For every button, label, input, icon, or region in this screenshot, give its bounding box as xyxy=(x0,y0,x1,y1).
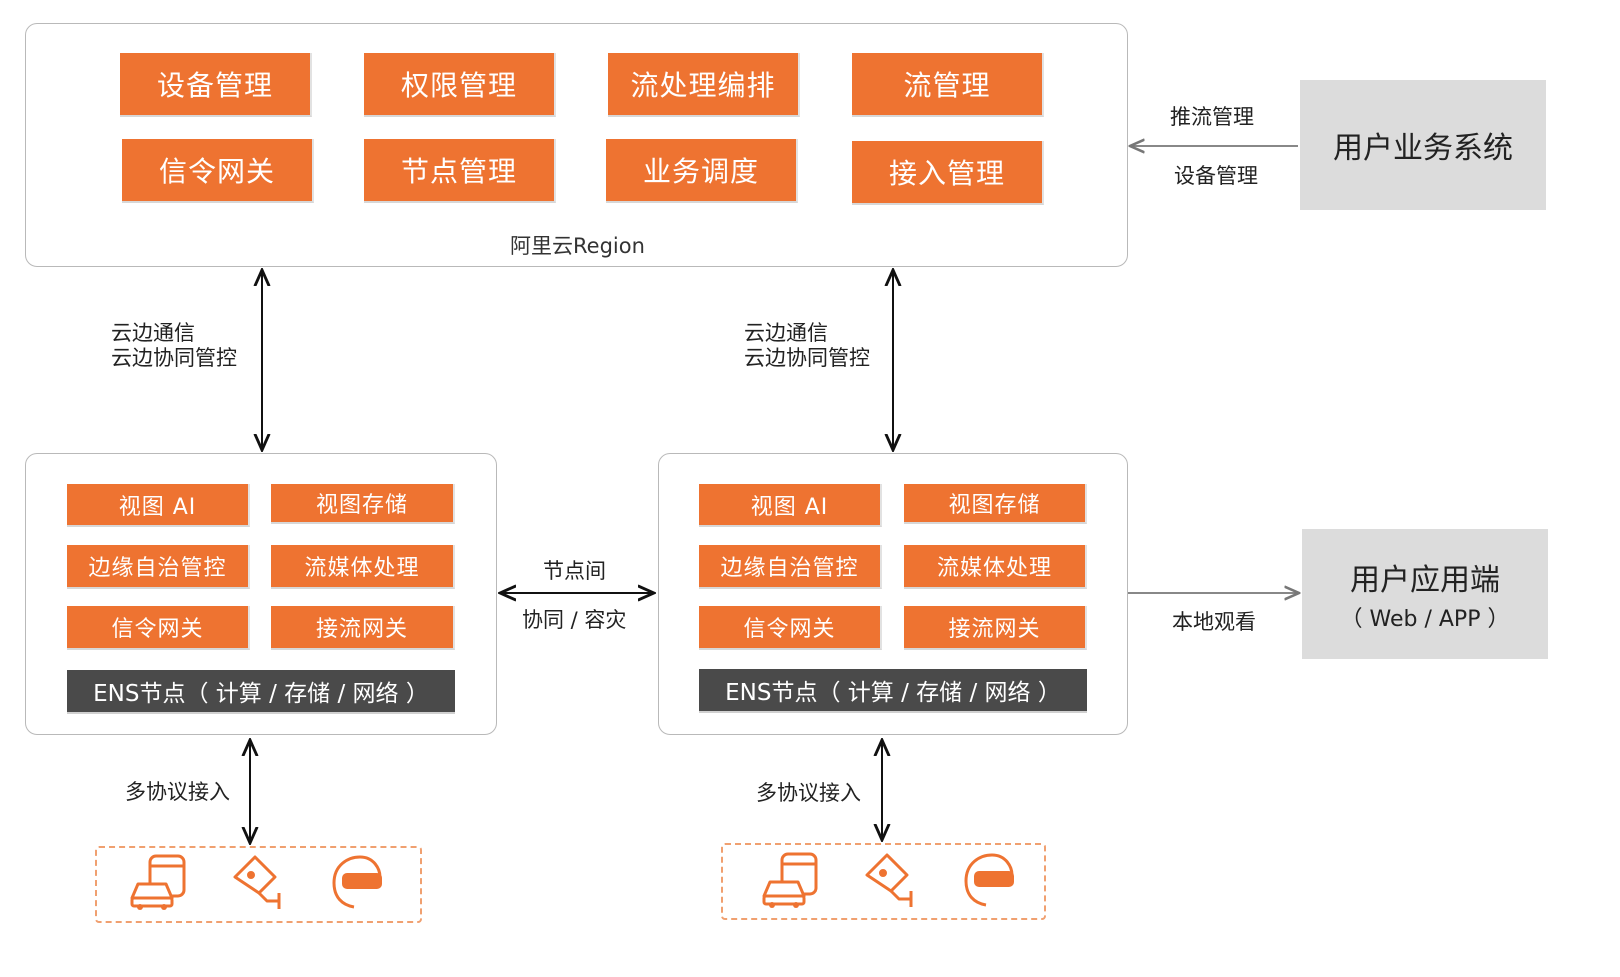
user-business-system-title: 用户业务系统 xyxy=(1333,131,1513,166)
ens-left-view-ai: 视图 AI xyxy=(67,484,250,527)
region-item-device-mgmt: 设备管理 xyxy=(120,53,312,117)
region-item-access-mgmt: 接入管理 xyxy=(852,141,1044,205)
region-item-permission-mgmt: 权限管理 xyxy=(364,53,556,117)
region-item-stream-orchestration: 流处理编排 xyxy=(608,53,800,117)
ens-left-media-processing: 流媒体处理 xyxy=(271,545,455,589)
device-group-left xyxy=(95,846,422,923)
access-label-left: 多协议接入 xyxy=(125,780,230,804)
ens-left-ingest-gateway: 接流网关 xyxy=(271,606,455,650)
ens-right-view-ai: 视图 AI xyxy=(699,484,882,527)
ens-right-base: ENS节点（ 计算 / 存储 / 网络 ） xyxy=(699,669,1087,713)
vr-headset-icon xyxy=(332,855,382,909)
user-app-title: 用户应用端 xyxy=(1350,563,1500,598)
user-app-subtitle: （ Web / APP ） xyxy=(1340,607,1510,632)
region-item-node-mgmt: 节点管理 xyxy=(364,139,556,203)
region-item-stream-mgmt: 流管理 xyxy=(852,53,1044,117)
vehicle-icon xyxy=(130,854,186,910)
vehicle-icon xyxy=(762,852,818,908)
ens-right-ingest-gateway: 接流网关 xyxy=(904,606,1087,650)
region-item-business-scheduling: 业务调度 xyxy=(606,139,798,203)
region-item-signaling-gateway: 信令网关 xyxy=(122,139,314,203)
vr-headset-icon xyxy=(964,853,1014,907)
device-group-right xyxy=(721,843,1046,920)
ens-left-base: ENS节点（ 计算 / 存储 / 网络 ） xyxy=(67,670,455,714)
push-stream-mgmt-label: 推流管理 xyxy=(1170,105,1254,129)
ens-left-edge-autonomy: 边缘自治管控 xyxy=(67,545,250,589)
ens-right-edge-autonomy: 边缘自治管控 xyxy=(699,545,882,589)
cloud-edge-right-line1: 云边通信 xyxy=(744,321,828,345)
cloud-edge-left-line1: 云边通信 xyxy=(111,321,195,345)
user-business-system: 用户业务系统 xyxy=(1300,80,1546,210)
local-viewing-label: 本地观看 xyxy=(1172,610,1256,634)
device-mgmt-label: 设备管理 xyxy=(1174,164,1258,188)
cloud-edge-left-line2: 云边协同管控 xyxy=(111,346,237,370)
ens-left-signaling-gateway: 信令网关 xyxy=(67,606,250,650)
camera-icon xyxy=(233,855,281,909)
ens-right-view-storage: 视图存储 xyxy=(904,484,1087,524)
camera-icon xyxy=(865,853,913,907)
node-link-line2: 协同 / 容灾 xyxy=(522,608,627,632)
ens-left-view-storage: 视图存储 xyxy=(271,484,455,524)
region-label: 阿里云Region xyxy=(510,234,645,258)
node-link-line1: 节点间 xyxy=(543,559,606,583)
cloud-edge-right-line2: 云边协同管控 xyxy=(744,346,870,370)
user-app: 用户应用端 （ Web / APP ） xyxy=(1302,529,1548,659)
access-label-right: 多协议接入 xyxy=(756,781,861,805)
ens-right-media-processing: 流媒体处理 xyxy=(904,545,1087,589)
ens-right-signaling-gateway: 信令网关 xyxy=(699,606,882,650)
